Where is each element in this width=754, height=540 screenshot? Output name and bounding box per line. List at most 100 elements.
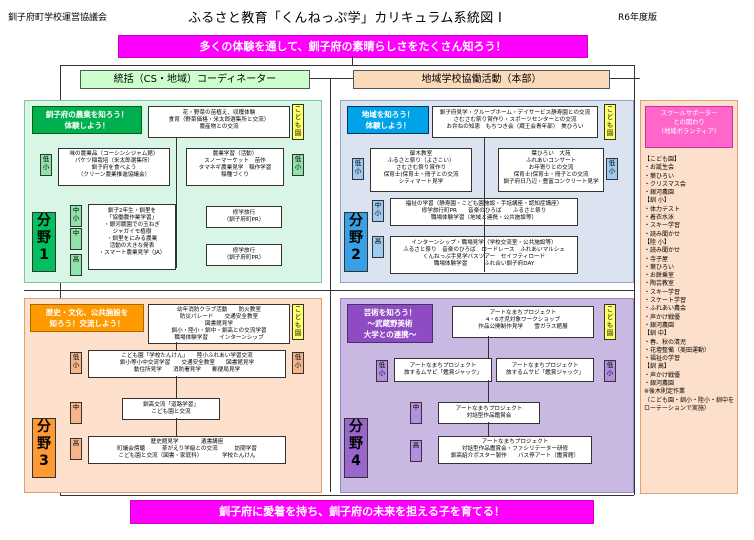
- level-kodomo-label: こども園: [292, 104, 304, 140]
- text-line: 釧小等小中交流学習 交通安全教室 図書館見学: [119, 360, 255, 366]
- field-1-mid-right: 修学旅行 （釧子府町PR）: [206, 206, 282, 228]
- text-line: ふるさと祭り 音楽のひろば ロードレース ふれあいマルシェ: [403, 247, 565, 253]
- supporter-list-item: ・陶芸教室: [644, 280, 675, 288]
- text-line: 味の農業品（コーシンシジャム館）: [69, 151, 159, 157]
- text-line: 修学旅行: [232, 248, 256, 254]
- text-line: ふれあいコンサート: [525, 158, 577, 164]
- level-low-label: 低小: [604, 360, 616, 382]
- text-line: 動住所見学 消防署見学 郵便局見学: [133, 367, 241, 373]
- text-line: 作品公開制作見学 雪ガラス館展: [478, 324, 568, 330]
- text-line: 歴史館見学 遺書講座: [150, 439, 224, 445]
- level-low-label: 低小: [40, 154, 52, 176]
- field-4-low-left: アートなまちプロジェクト 旅するムサビ「鑑賞ジャック」: [394, 358, 492, 382]
- field-2-low-right: 葉ひろい 大苑 ふれあいコンサート お年寄りとの交流 保育士(保育士・冊子との交…: [498, 148, 604, 192]
- supporter-list-item: ・スケート学習: [644, 297, 687, 305]
- field-3-heading: 歴史・文化、公共施設を 知ろう！交流しよう！: [30, 304, 144, 332]
- supporter-list-item: （こども園・釧小・陸小・釧中をローテーションで実施）: [644, 396, 735, 412]
- text-line: アートなまちプロジェクト: [511, 363, 579, 369]
- text-line: アートなまちプロジェクト: [409, 363, 477, 369]
- level-low-label: 低小: [292, 154, 304, 176]
- field-3-low-box: こども園「学校たんけん」 陸小ふれあい学習交流 釧小等小中交流学習 交通安全教室…: [88, 350, 286, 378]
- supporter-list-item: ・声かけ戦優: [644, 313, 681, 321]
- text-line: 活動の大きな発表: [109, 243, 155, 249]
- text-line: アートなまちプロジェクト: [489, 310, 557, 316]
- text-line: 修学旅行町PR 音楽のひろば ふるさと祭り: [421, 208, 547, 214]
- text-line: ふるさと祭り（よさこい）: [387, 158, 455, 164]
- text-line: スノーマーケット 苗作: [204, 158, 266, 164]
- text-line: こども園と交流: [151, 409, 191, 415]
- supporter-list-item: ・葉ひろい: [644, 263, 675, 271]
- field-3-mid-box: 釧高交流「道路学習」 こども園と交流: [122, 398, 220, 420]
- level-chu-label: 中: [70, 402, 82, 424]
- coordinator-box: 統括（CS・地域）コーディネーター: [80, 70, 310, 89]
- supporter-list-item: ・スキー学習: [644, 222, 681, 230]
- field-3-number: 分 野 3: [32, 418, 56, 478]
- supporter-list-item: ・福祉の学習: [644, 355, 681, 363]
- text-line: 釧高交流「道路学習」: [143, 402, 199, 408]
- text-line: こども園と交流（図書・家庭科） 学校たんけん: [118, 453, 256, 459]
- text-line: ジャガイモ植樹: [112, 229, 152, 235]
- community-activity-box: 地域学校協働活動（本部）: [353, 70, 610, 89]
- field-1-low-left: 味の農業品（コーシンシジャム館） パケツ稲栽培（米太郎選集所） 釧子府を食べよう…: [58, 148, 170, 186]
- field-2-kodomo-box: 釧子府見学・グループホーム・デイサービス静寿園との交流 さむさむ祭り賞作り・スポ…: [432, 106, 598, 138]
- level-kou-label: 高: [410, 440, 422, 462]
- text-line: 保育士(保育士・冊子との交流: [383, 172, 459, 178]
- supporter-list-item: 【釧 小】: [644, 197, 670, 205]
- text-line: 4・6才児対象ワークショップ: [485, 317, 561, 323]
- supporter-list-item: ※後木則定作業: [644, 388, 686, 396]
- top-goal-banner: 多くの体験を通して、釧子府の素晴らしさをたくさん知ろう！: [118, 35, 588, 58]
- text-line: 職場体験学習 インターンシップ: [174, 335, 264, 341]
- text-line: 農産物との交流: [199, 124, 239, 130]
- year-label: R6年度版: [618, 13, 657, 23]
- text-line: 釧小・陸小・釧中・釧高との交流学習: [171, 328, 267, 334]
- text-line: こども園「学校たんけん」 陸小ふれあい学習交流: [121, 353, 253, 359]
- text-line: パケツ稲栽培（米太郎選集所）: [74, 158, 154, 164]
- level-kodomo-label: こども園: [604, 304, 616, 340]
- level-low-label: 低小: [70, 352, 82, 374]
- supporter-list-item: ・声かけ戦優: [644, 371, 681, 379]
- field-1-kodomo-box: 花・野菜の苗植え、収穫体験 食育（野菜価格・米太郎選集所と交流） 農産物との交流: [148, 106, 290, 138]
- level-low-label: 低小: [292, 352, 304, 374]
- level-low-label: 低小: [376, 360, 388, 382]
- supporter-list-item: ・銀河農園: [644, 380, 675, 388]
- text-line: お年寄りとの交流: [528, 165, 574, 171]
- text-line: さむさむ祭り賞作り: [395, 165, 447, 171]
- level-kodomo-label: こども園: [292, 304, 304, 340]
- field-4-number: 分 野 4: [344, 418, 368, 478]
- field-2-heading: 地域を知ろう！ 体験しよう！: [347, 106, 429, 134]
- school-supporter-heading: スクールサポーター との関わり （地域ボランティア）: [645, 106, 733, 148]
- text-line: 釧子2年生・釧里を: [107, 208, 157, 214]
- text-line: 食育（野菜価格・米太郎選集所と交流）: [168, 117, 270, 123]
- supporter-list-item: ・読み聞かせ: [644, 247, 681, 255]
- text-line: ・スマート農業見学（JA）: [98, 250, 166, 256]
- level-kou-label: 高: [70, 438, 82, 460]
- supporter-list-item: ・お餅乗室: [644, 272, 675, 280]
- text-line: 対話型作品鑑賞会・ファシリテーター研修: [461, 446, 569, 452]
- text-line: 釧子府を食べよう: [91, 165, 137, 171]
- level-mid-label: 中小: [372, 200, 384, 222]
- supporter-list-item: ・銀河農園: [644, 321, 675, 329]
- supporter-list-item: 【釧 高】: [644, 363, 670, 371]
- text-line: アートなまちプロジェクト: [481, 439, 549, 445]
- supporter-list-item: ・花壇整備（美田運動）: [644, 346, 711, 354]
- supporter-list-item: ・銀河農園: [644, 189, 675, 197]
- text-line: 稲種づくり: [221, 172, 249, 178]
- text-line: シティマート見学: [398, 179, 444, 185]
- supporter-list-item: ・ふれあい農会: [644, 305, 687, 313]
- text-line: インターンシップ・職場見学（学校交流室・公共施設等）: [391, 240, 577, 247]
- text-line: （釧子府町PR）: [223, 255, 265, 261]
- field-4-low-right: アートなまちプロジェクト 旅するムサビ「鑑賞ジャック」: [496, 358, 594, 382]
- text-line: 農業学習（活動）: [212, 151, 258, 157]
- supporter-list-item: ・体力テスト: [644, 205, 681, 213]
- level-chu-label: 中: [410, 402, 422, 424]
- text-line: 釧子府日乃辺・豊富コンクリート見学: [503, 179, 599, 185]
- supporter-list-item: ・春、秋の清児: [644, 338, 687, 346]
- field-3-kodomo-box: 幼年消防クラブ活動 防火教室 防災パレード 交通安全教室 図書館見学 釧小・陸小…: [148, 304, 290, 344]
- field-4-kodomo-box: アートなまちプロジェクト 4・6才児対象ワークショップ 作品公開制作見学 雪ガラ…: [452, 306, 594, 338]
- text-line: 御木教室: [409, 151, 433, 157]
- text-line: 福祉の学習（静寿園・こども園施設・手話講座・認知症講座）: [391, 201, 577, 208]
- supporter-list-item: ・クリスマス会: [644, 180, 686, 188]
- text-line: 花・野菜の苗植え、収穫体験: [182, 110, 256, 116]
- field-4-heading: 芸術を知ろう！ 〜武蔵野美術 大学との連携〜: [347, 304, 433, 343]
- level-mid-label: 中小: [70, 205, 82, 227]
